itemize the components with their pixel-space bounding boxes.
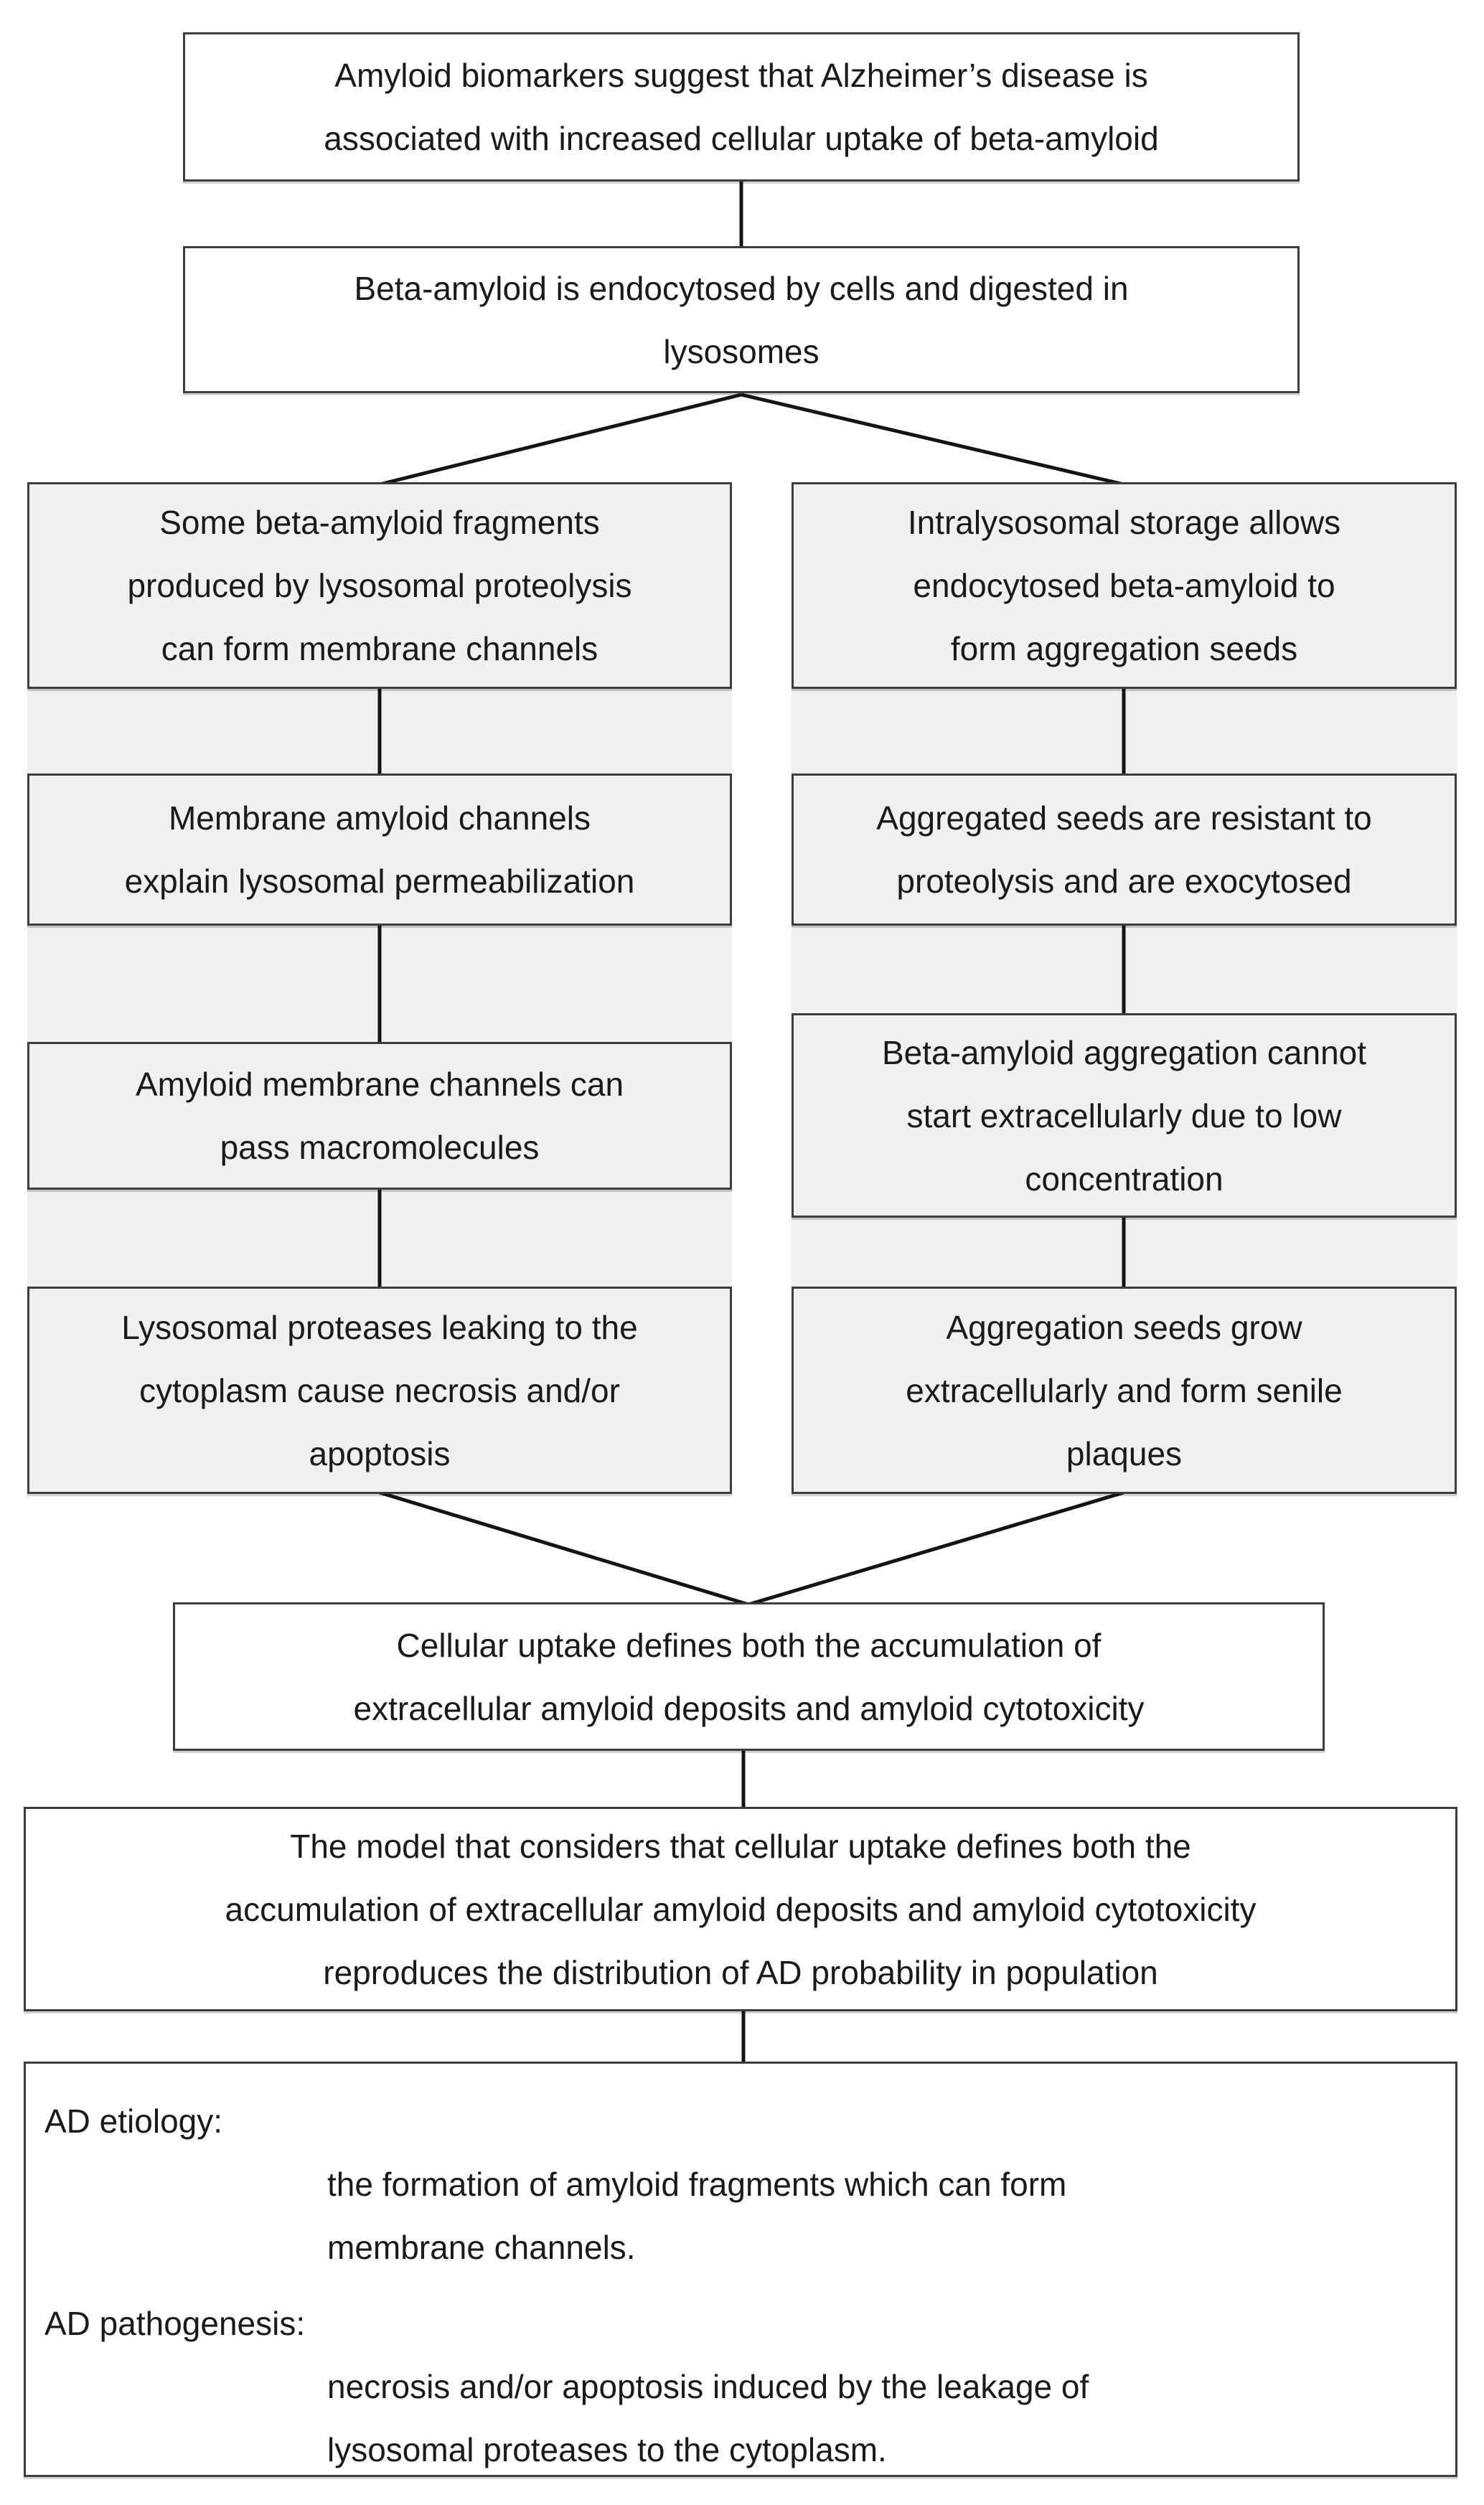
text-line: produced by lysosomal proteolysis <box>127 567 632 604</box>
text-line: proteolysis and are exocytosed <box>896 863 1352 900</box>
box-fragments-channels: Some beta-amyloid fragments produced by … <box>27 482 732 689</box>
text-line: apoptosis <box>309 1434 451 1472</box>
text-line: Aggregated seeds are resistant to <box>876 799 1372 837</box>
box-endocytosis: Beta-amyloid is endocytosed by cells and… <box>183 246 1300 393</box>
text-line: Membrane amyloid channels <box>168 799 591 837</box>
connector-split-left <box>379 393 742 487</box>
connector-merge-right <box>748 1490 1124 1607</box>
pathogenesis-label: AD pathogenesis: <box>44 2305 306 2342</box>
text-line: Some beta-amyloid fragments <box>159 504 600 541</box>
text-line: associated with increased cellular uptak… <box>324 120 1159 157</box>
text-line: concentration <box>1025 1160 1224 1198</box>
text-line: pass macromolecules <box>220 1129 540 1166</box>
text-line: membrane channels. <box>327 2229 636 2266</box>
box-aggregation-low-concentration: Beta-amyloid aggregation cannot start ex… <box>792 1013 1457 1218</box>
text-line: Cellular uptake defines both the accumul… <box>396 1626 1102 1664</box>
text-line: Amyloid membrane channels can <box>135 1066 624 1103</box>
box-aggregated-seeds-exocytosed: Aggregated seeds are resistant to proteo… <box>792 774 1457 926</box>
text-line: endocytosed beta-amyloid to <box>913 567 1335 604</box>
text-line: accumulation of extracellular amyloid de… <box>225 1890 1257 1928</box>
text-line: plaques <box>1066 1434 1183 1472</box>
box-membrane-channels-permeabilization: Membrane amyloid channels explain lysoso… <box>27 774 732 926</box>
text-line: extracellularly and form senile <box>906 1371 1343 1409</box>
box-cellular-uptake-merge: Cellular uptake defines both the accumul… <box>173 1602 1325 1751</box>
text-line: Amyloid biomarkers suggest that Alzheime… <box>334 57 1148 94</box>
text-line: the formation of amyloid fragments which… <box>327 2166 1067 2203</box>
text-line: can form membrane channels <box>161 630 598 667</box>
text-line: necrosis and/or apoptosis induced by the… <box>327 2368 1089 2405</box>
text-line: form aggregation seeds <box>950 630 1298 667</box>
box-model-distribution: The model that considers that cellular u… <box>24 1807 1457 2011</box>
etiology-label: AD etiology: <box>44 2102 223 2140</box>
text-line: cytoplasm cause necrosis and/or <box>139 1371 620 1409</box>
text-line: Beta-amyloid aggregation cannot <box>881 1033 1367 1071</box>
box-proteases-necrosis: Lysosomal proteases leaking to the cytop… <box>27 1287 732 1494</box>
box-seeds-senile-plaques: Aggregation seeds grow extracellularly a… <box>792 1287 1457 1494</box>
etiology-text: the formation of amyloid fragments which… <box>44 2153 1434 2279</box>
text-line: explain lysosomal permeabilization <box>124 863 635 900</box>
text-line: The model that considers that cellular u… <box>290 1827 1191 1865</box>
box-amyloid-biomarkers: Amyloid biomarkers suggest that Alzheime… <box>183 32 1300 182</box>
text-line: lysosomal proteases to the cytoplasm. <box>327 2431 887 2468</box>
box-conclusion: AD etiology: the formation of amyloid fr… <box>24 2062 1457 2477</box>
connector-merge-left <box>379 1490 749 1607</box>
text-line: extracellular amyloid deposits and amylo… <box>353 1689 1145 1727</box>
pathogenesis-text: necrosis and/or apoptosis induced by the… <box>44 2355 1434 2481</box>
box-channels-macromolecules: Amyloid membrane channels can pass macro… <box>27 1042 732 1190</box>
text-line: Lysosomal proteases leaking to the <box>121 1308 638 1346</box>
text-line: Intralysosomal storage allows <box>907 504 1341 541</box>
text-line: Beta-amyloid is endocytosed by cells and… <box>354 269 1129 307</box>
connector-split-right <box>741 393 1124 487</box>
text-line: reproduces the distribution of AD probab… <box>323 1953 1158 1991</box>
text-line: lysosomes <box>663 332 820 370</box>
text-line: Aggregation seeds grow <box>946 1308 1302 1346</box>
text-line: start extracellularly due to low <box>906 1096 1342 1134</box>
box-intralysosomal-storage: Intralysosomal storage allows endocytose… <box>792 482 1457 689</box>
